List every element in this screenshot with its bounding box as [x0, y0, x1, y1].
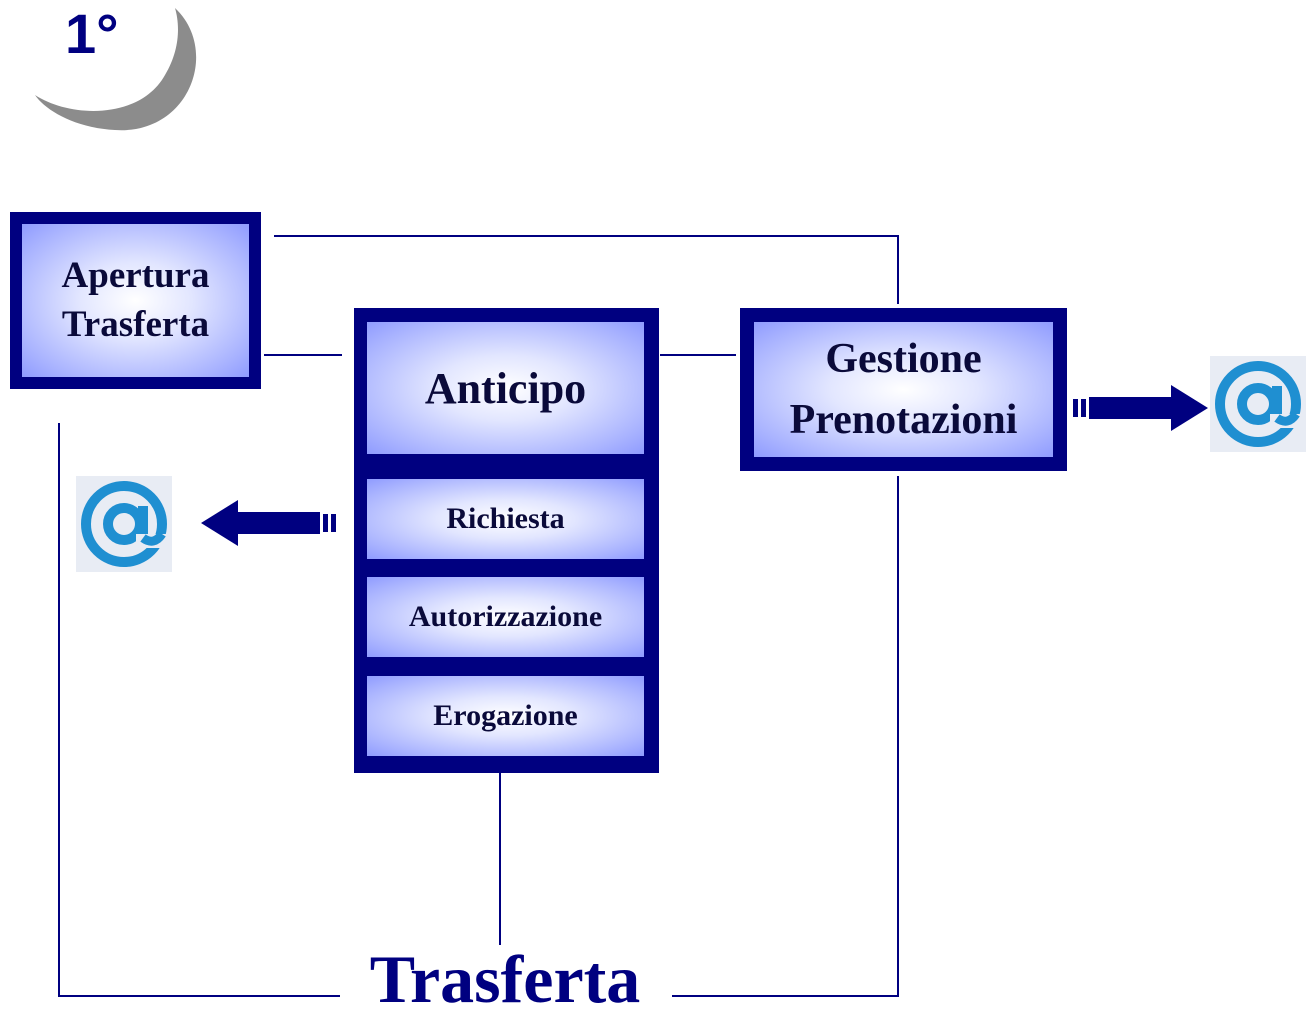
apertura-label-line1: Apertura — [61, 255, 210, 297]
anticipo-box: Anticipo Richiesta Autorizzazione Erogaz… — [354, 308, 659, 773]
gestione-prenotazioni-box: Gestione Prenotazioni — [740, 308, 1067, 471]
trasferta-title: Trasferta — [340, 945, 670, 1013]
anticipo-step-label: Autorizzazione — [408, 600, 603, 633]
step-number: 1° — [65, 2, 119, 65]
gestione-label-line2: Prenotazioni — [789, 396, 1018, 443]
anticipo-step-autorizzazione: Autorizzazione — [367, 577, 644, 657]
apertura-trasferta-box: Apertura Trasferta — [10, 212, 261, 389]
at-sign-icon — [1210, 356, 1306, 452]
apertura-label-line2: Trasferta — [61, 303, 210, 345]
anticipo-title-panel: Anticipo — [367, 322, 644, 454]
anticipo-step-richiesta: Richiesta — [367, 479, 644, 559]
anticipo-step-label: Erogazione — [433, 699, 578, 732]
anticipo-step-erogazione: Erogazione — [367, 676, 644, 756]
gestione-label-line1: Gestione — [825, 335, 982, 382]
anticipo-title: Anticipo — [424, 363, 587, 413]
arrow-left-icon — [201, 500, 336, 546]
at-sign-icon — [76, 476, 172, 572]
step-badge-crescent — [35, 8, 197, 131]
arrow-right-icon — [1073, 385, 1208, 431]
anticipo-step-label: Richiesta — [446, 502, 565, 535]
